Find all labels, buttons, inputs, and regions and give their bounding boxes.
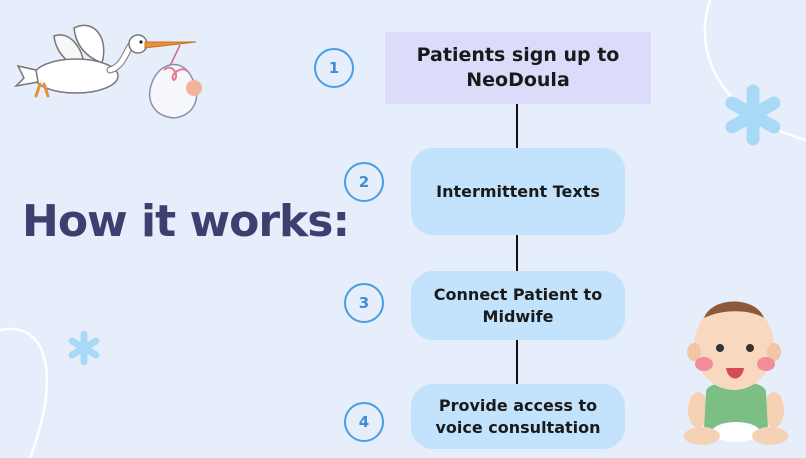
step-number-3: 3: [344, 283, 384, 323]
bottom-left-curve: [0, 327, 49, 458]
top-right-curve: [703, 0, 806, 142]
connector-line: [516, 104, 518, 148]
snowflake-icon: [68, 330, 100, 366]
connector-line: [516, 340, 518, 384]
step-number-2: 2: [344, 162, 384, 202]
baby-illustration: [684, 301, 788, 445]
step-2-box: Intermittent Texts: [411, 148, 625, 235]
connector-line: [516, 235, 518, 271]
step-number-4: 4: [344, 402, 384, 442]
step-3-box: Connect Patient to Midwife: [411, 271, 625, 340]
step-number-1: 1: [314, 48, 354, 88]
stork-with-bundle-illustration: [13, 24, 202, 119]
page-title: How it works:: [22, 196, 350, 247]
snowflake-icon: [725, 84, 781, 146]
step-1-box: Patients sign up to NeoDoula: [385, 32, 651, 104]
step-4-box: Provide access to voice consultation: [411, 384, 625, 449]
